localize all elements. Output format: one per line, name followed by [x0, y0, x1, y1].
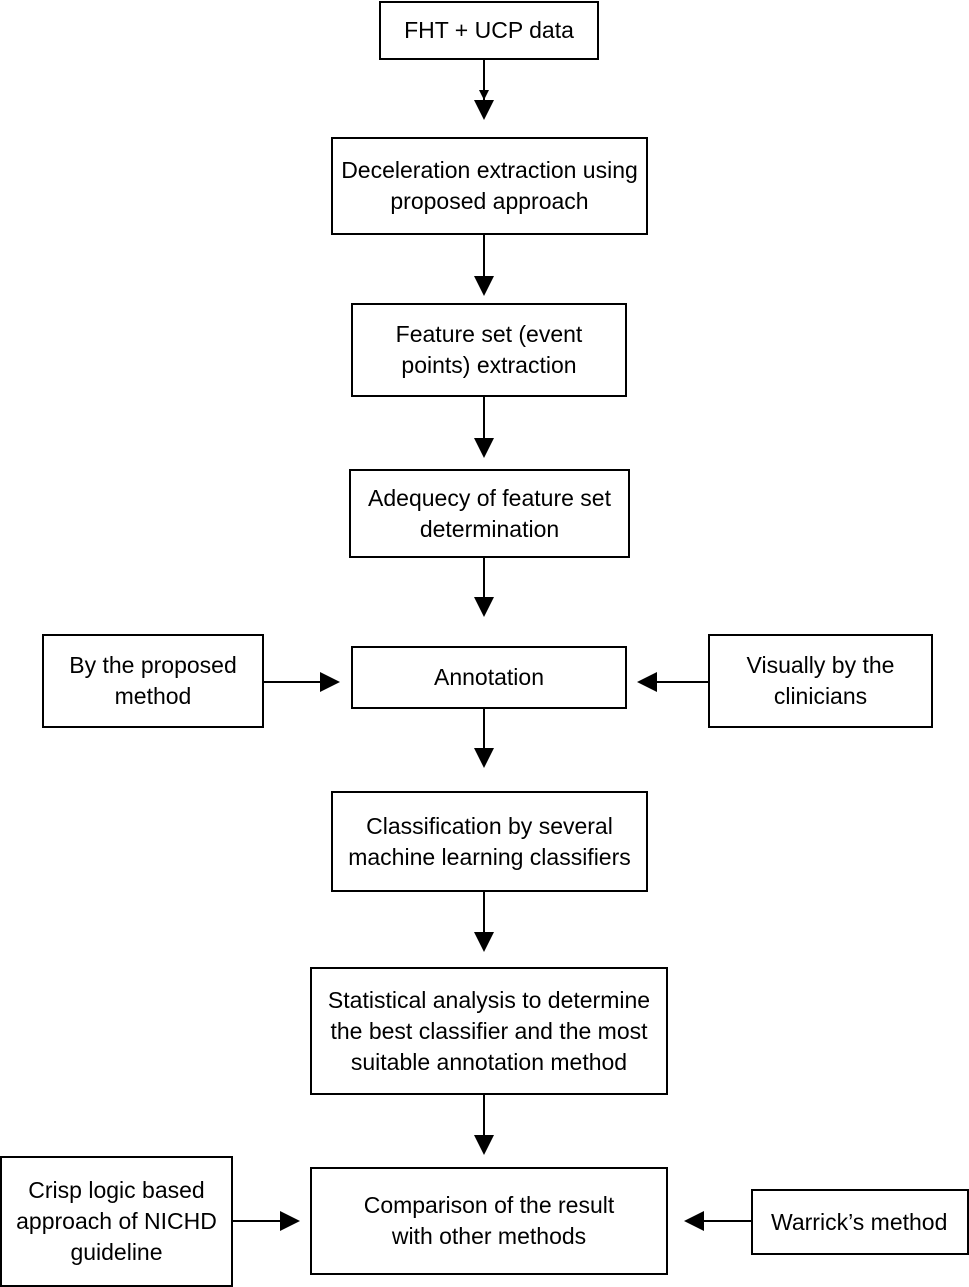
node-annotation: Annotation: [351, 646, 627, 709]
node-warricks-method: Warrick’s method: [751, 1189, 969, 1255]
arrowhead-stats-to-comparison: [474, 1135, 494, 1155]
arrowhead-warrick-to-comparison: [684, 1211, 704, 1231]
node-deceleration-extraction: Deceleration extraction using proposed a…: [331, 137, 648, 235]
node-feature-set-extraction: Feature set (event points) extraction: [351, 303, 627, 397]
arrowhead-visual-to-annotation: [637, 672, 657, 692]
arrowhead-crisp-to-comparison: [280, 1211, 300, 1231]
arrowhead-proposed-to-annotation: [320, 672, 340, 692]
node-adequacy-determination: Adequecy of feature set determination: [349, 469, 630, 558]
arrowhead-adequacy-to-annotation: [474, 597, 494, 617]
arrowhead-feature-to-adequacy: [474, 438, 494, 458]
node-comparison: Comparison of the result with other meth…: [310, 1167, 668, 1275]
arrowhead-classification-to-stats: [474, 932, 494, 952]
node-visually-by-clinicians: Visually by the clinicians: [708, 634, 933, 728]
arrowhead-input-to-decel: [474, 100, 494, 120]
arrowhead-decel-to-feature: [474, 276, 494, 296]
node-crisp-logic-nichd: Crisp logic based approach of NICHD guid…: [0, 1156, 233, 1287]
node-by-proposed-method: By the proposed method: [42, 634, 264, 728]
node-statistical-analysis: Statistical analysis to determine the be…: [310, 967, 668, 1095]
arrowhead-annotation-to-classification: [474, 748, 494, 768]
node-classification: Classification by several machine learni…: [331, 791, 648, 892]
node-fht-ucp-data: FHT + UCP data: [379, 1, 599, 60]
